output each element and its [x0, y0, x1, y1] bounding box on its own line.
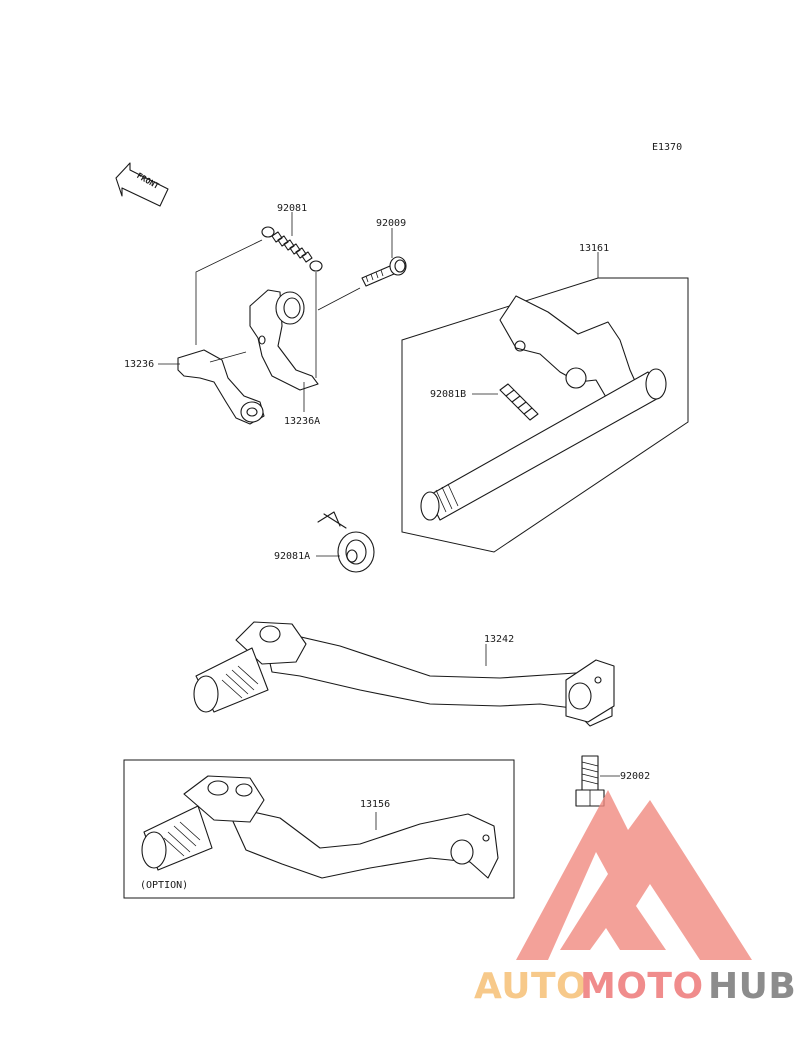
shift-pedal-13156 [141, 775, 499, 879]
watermark-hub: HUB [708, 966, 796, 1007]
label-92081: 92081 [277, 203, 307, 214]
watermark-logo-icon [516, 790, 752, 960]
label-13236: 13236 [124, 359, 154, 370]
watermark-moto: MOTO [580, 966, 704, 1007]
option-box [123, 759, 515, 899]
front-arrow-icon: FRONT [115, 162, 169, 207]
bolt-92002 [575, 755, 605, 807]
shaft-13161 [420, 295, 667, 521]
spring-92081B [499, 383, 539, 421]
watermark-text: AUTO MOTO HUB [474, 966, 796, 1007]
label-13242: 13242 [484, 634, 514, 645]
label-92002: 92002 [620, 771, 650, 782]
spring-92081 [261, 226, 323, 272]
option-label: (OPTION) [140, 880, 188, 891]
bracket-13236A [249, 289, 319, 391]
arm-13236 [177, 349, 265, 425]
shift-pedal-13242 [193, 621, 615, 727]
label-92009: 92009 [376, 218, 406, 229]
assembly-box-13161 [401, 277, 689, 553]
diagram-code: E1370 [652, 142, 682, 153]
label-92081A: 92081A [274, 551, 310, 562]
label-92081B: 92081B [430, 389, 466, 400]
bolt-92009 [361, 256, 407, 287]
watermark-auto: AUTO [474, 966, 587, 1007]
label-13161: 13161 [579, 243, 609, 254]
spring-92081A [317, 511, 375, 573]
label-13236A: 13236A [284, 416, 320, 427]
label-13156: 13156 [360, 799, 390, 810]
